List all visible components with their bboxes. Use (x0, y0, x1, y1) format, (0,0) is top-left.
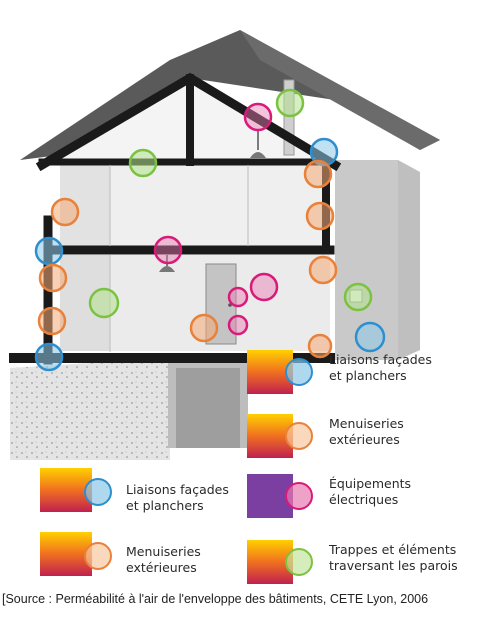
chimney-pipe (283, 79, 295, 156)
legend-panels (40, 350, 293, 584)
legend-label: Menuiseries extérieures (329, 416, 404, 447)
legend-item-socket: Équipements électriques (247, 474, 487, 522)
green-leak-marker (88, 287, 120, 319)
legend-circle-icon (84, 542, 112, 570)
legend-label: Équipements électriques (329, 476, 412, 507)
orange-leak-marker (305, 201, 335, 231)
magenta-leak-marker (227, 314, 249, 336)
legend-circle-icon (285, 482, 313, 510)
green-leak-marker (275, 88, 305, 118)
legend-item-window-left: Menuiseries extérieures (40, 532, 240, 580)
orange-leak-marker (307, 333, 333, 359)
green-leak-marker (343, 282, 373, 312)
magenta-leak-marker (249, 272, 279, 302)
legend-label: Liaisons façades et planchers (329, 352, 432, 383)
magenta-leak-marker (227, 286, 249, 308)
legend-label: Liaisons façades et planchers (126, 482, 229, 513)
orange-leak-marker (189, 313, 219, 343)
orange-leak-marker (308, 255, 338, 285)
legend-circle-icon (285, 548, 313, 576)
ground (10, 358, 170, 460)
orange-leak-marker (37, 306, 67, 336)
legend-label: Menuiseries extérieures (126, 544, 201, 575)
ceiling-lamp-upper (250, 130, 266, 158)
orange-leak-marker (50, 197, 80, 227)
legend-item-slab-right: Liaisons façades et planchers (247, 350, 487, 398)
legend-circle-icon (285, 422, 313, 450)
legend-item-trap: Trappes et éléments traversant les paroi… (247, 540, 487, 588)
magenta-leak-marker (243, 102, 273, 132)
legend-item-window-right: Menuiseries extérieures (247, 414, 487, 462)
blue-leak-marker (34, 342, 64, 372)
legend-circle-icon (84, 478, 112, 506)
blue-leak-marker (354, 321, 386, 353)
legend-item-slab-left: Liaisons façades et planchers (40, 468, 240, 516)
blue-leak-marker (34, 236, 64, 266)
green-leak-marker (128, 148, 158, 178)
magenta-leak-marker (153, 235, 183, 265)
orange-leak-marker (38, 263, 68, 293)
orange-leak-marker (303, 159, 333, 189)
side-wall (335, 160, 398, 360)
air-leak-markers (34, 88, 386, 372)
legend-label: Trappes et éléments traversant les paroi… (329, 542, 458, 573)
legend-circle-icon (285, 358, 313, 386)
source-caption: [Source : Perméabilité à l'air de l'enve… (2, 592, 429, 606)
